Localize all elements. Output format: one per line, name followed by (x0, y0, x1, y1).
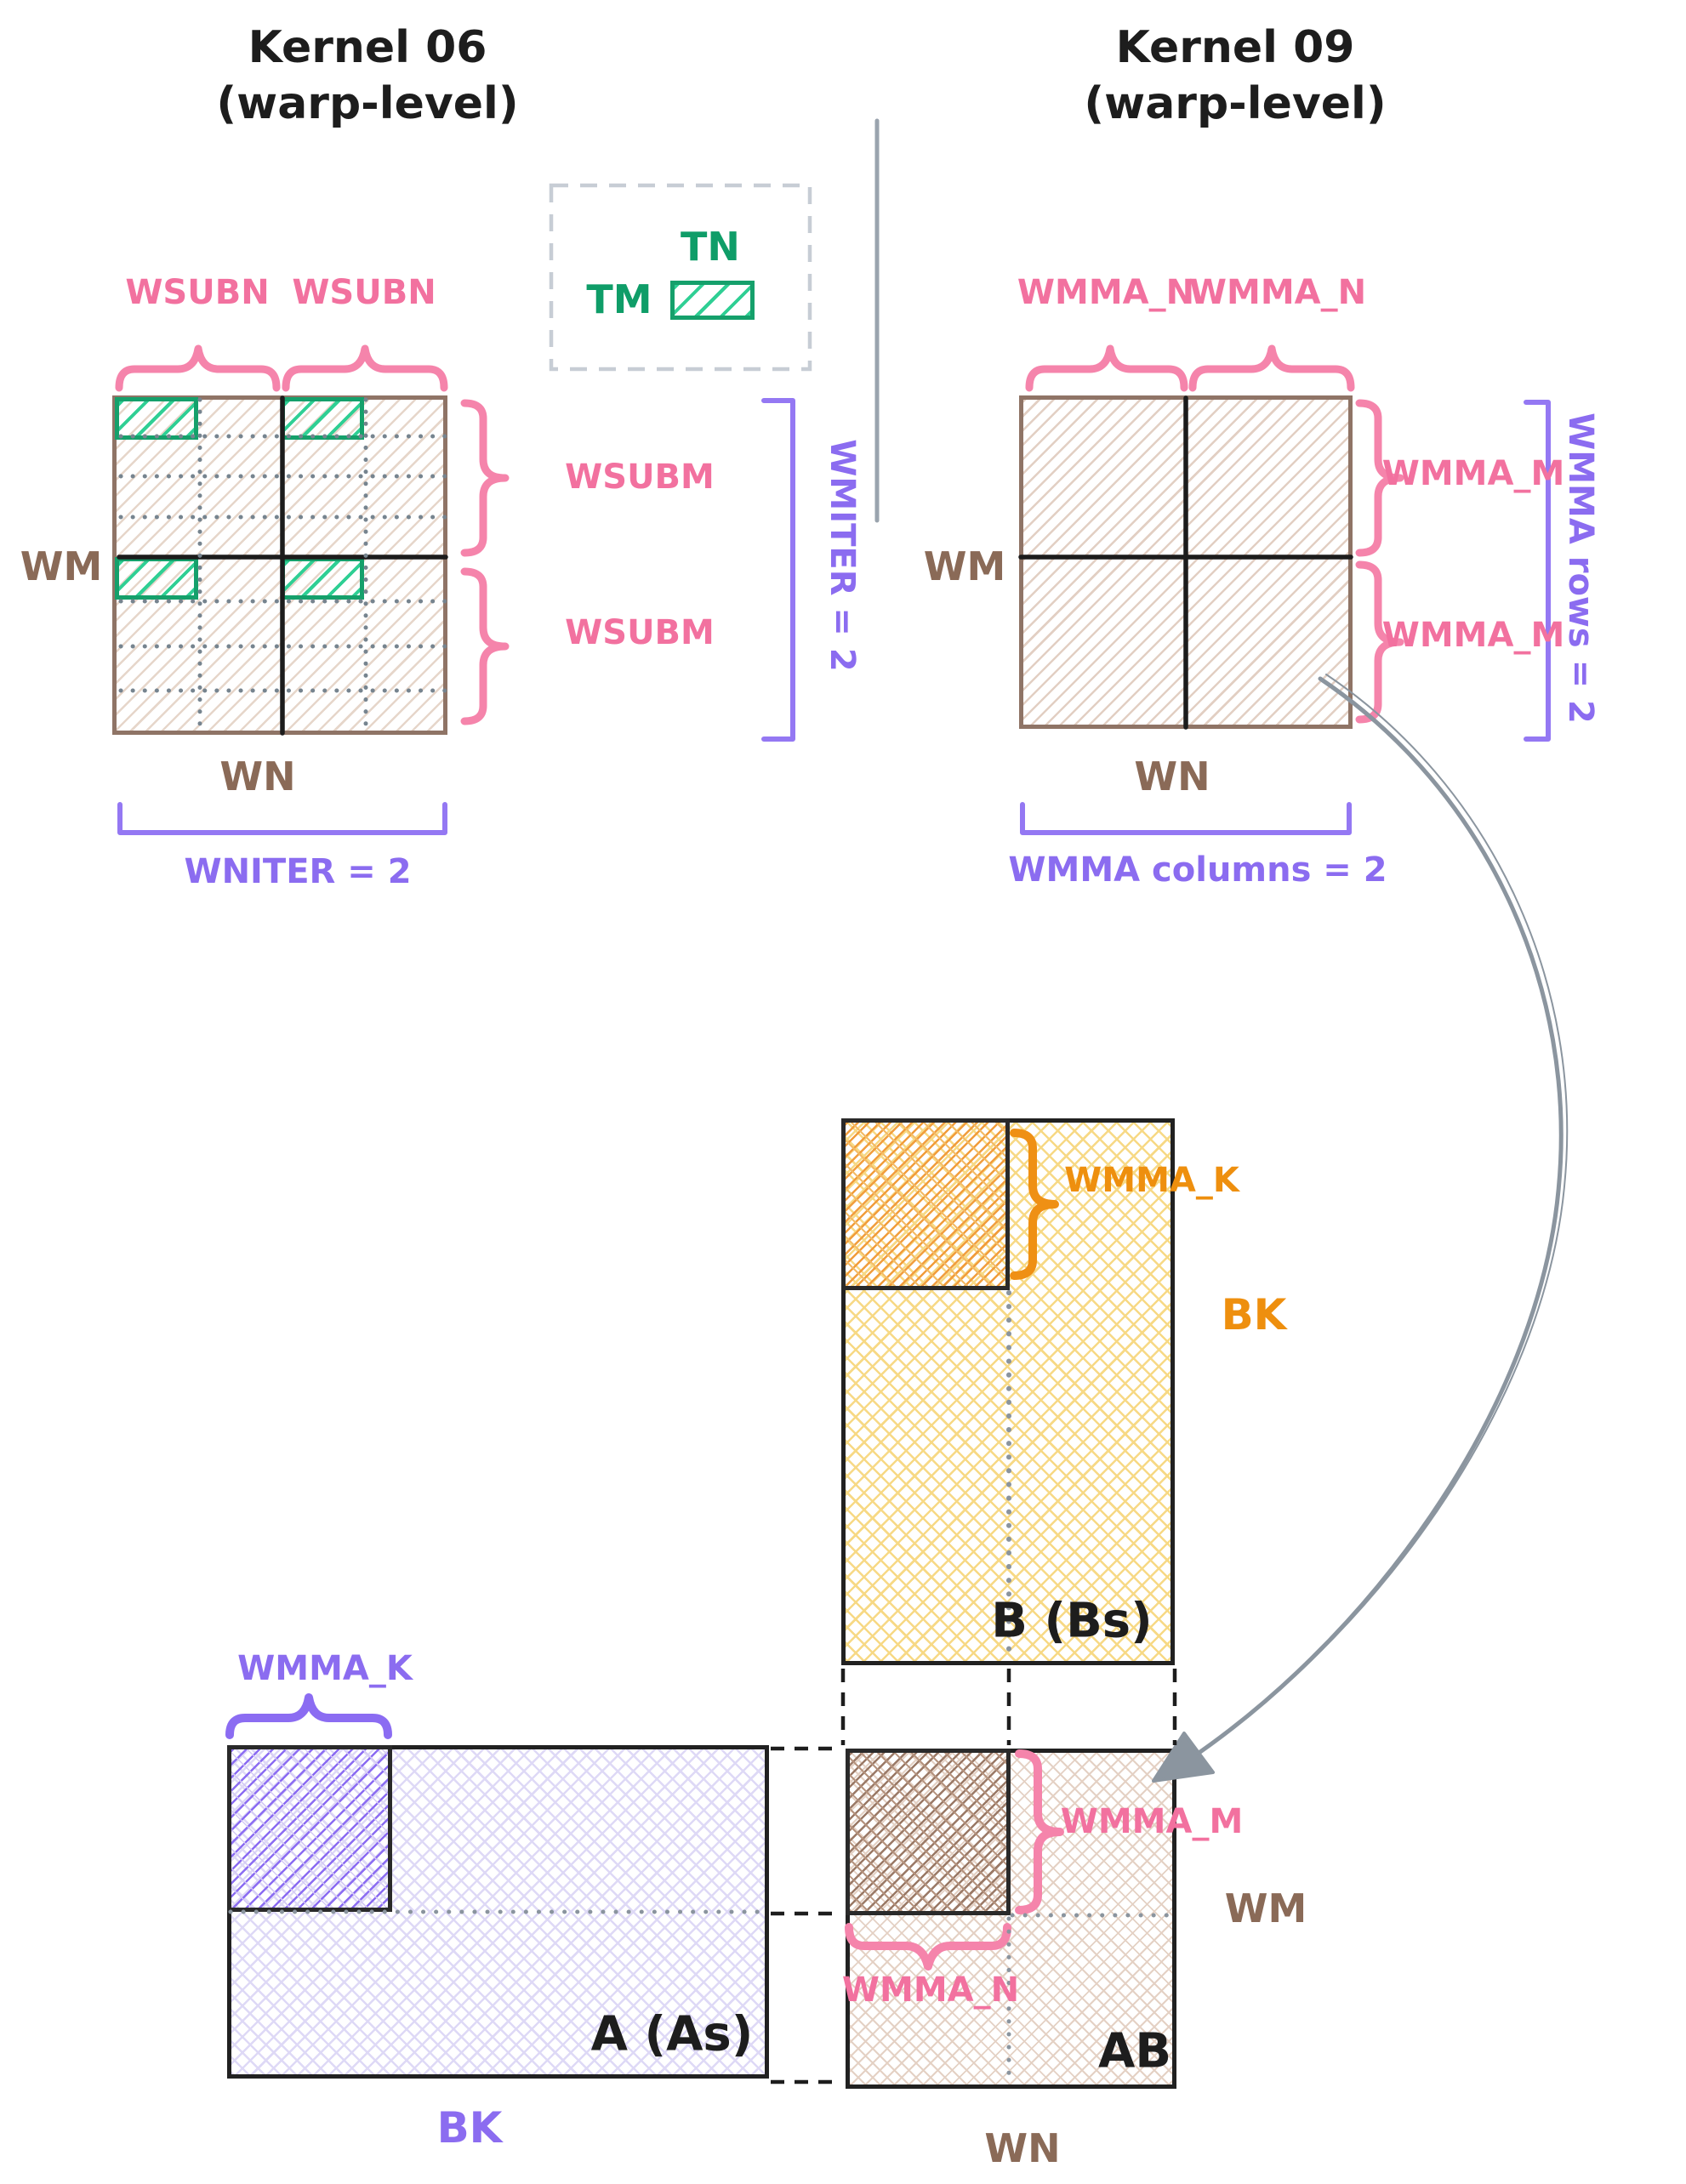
kernel09-wn-label: WN (1134, 754, 1210, 799)
matrix-alignment-dashed-lines (771, 1669, 1177, 2084)
kernel09-wmmam-label-1: WMMA_M (1381, 454, 1565, 493)
matrix-ab-wmmam-label: WMMA_M (1060, 1802, 1244, 1841)
legend-swatch (670, 281, 755, 320)
matrix-b-bk-label: BK (1221, 1290, 1287, 1339)
matrix-ab-wmman-label: WMMA_N (841, 1971, 1020, 2010)
kernel09-rows-bracket (1524, 400, 1551, 742)
legend-dashed-frame (549, 183, 812, 372)
kernel06-wniter-bracket (117, 802, 447, 835)
kernel09-wmmam-label-2: WMMA_M (1381, 616, 1565, 655)
kernel06-wsubn-braces (115, 344, 448, 392)
legend-tm-label: TM (586, 276, 652, 322)
kernel06-wm-label: WM (20, 543, 103, 589)
kernel09-columns-label: WMMA columns = 2 (1008, 850, 1387, 890)
kernel06-thread-tile-tl (115, 397, 198, 440)
kernel06-cross-lines (117, 395, 448, 736)
matrix-ab-dotted-centerlines (1006, 1913, 1175, 2084)
kernel06-title-line2: (warp-level) (216, 78, 519, 129)
kernel06-wn-label: WN (219, 754, 296, 799)
matrix-a-wmmak-label: WMMA_K (237, 1649, 413, 1688)
kernel09-columns-bracket (1020, 802, 1352, 835)
arrowhead-icon (1152, 1732, 1215, 1783)
matrix-b-wmmak-label: WMMA_K (1064, 1161, 1239, 1200)
kernel06-wniter-label: WNITER = 2 (184, 852, 412, 891)
warp-tile-to-ab-arrow (1152, 674, 1569, 1783)
kernel09-wmmam-braces (1355, 399, 1404, 724)
matrix-ab-braces (845, 1749, 1064, 1971)
kernel09-title-line1: Kernel 09 (1115, 22, 1355, 73)
kernel06-dotted-grid (118, 397, 448, 734)
matrix-b-name-label: B (Bs) (991, 1593, 1153, 1649)
kernel06-wsubn-label-1: WSUBN (125, 273, 270, 312)
kernel09-wmman-braces (1025, 344, 1355, 392)
matrix-a-wmma-tile (227, 1745, 392, 1912)
matrix-ab-wn-label: WN (984, 2125, 1061, 2171)
matrix-b-wmma-tile (841, 1118, 1010, 1290)
kernel09-title-line2: (warp-level) (1084, 78, 1387, 129)
matrix-ab-wmman-brace (845, 1923, 1011, 1971)
kernel09-wmman-label-1: WMMA_N (1017, 273, 1195, 312)
kernel09-rows-label: WMMA rows = 2 (1561, 412, 1600, 724)
matrix-ab-wmma-tile (846, 1749, 1011, 1915)
kernel06-wsubm-label-2: WSUBM (565, 613, 715, 652)
kernel06-wsubm-braces (460, 399, 510, 725)
matrix-b-wmmak-brace (1010, 1129, 1059, 1280)
kernel09-cross-lines (1018, 395, 1353, 730)
matrix-ab-wmmam-brace (1015, 1749, 1064, 1914)
iteration-brackets (117, 398, 1551, 835)
kernel06-title-line1: Kernel 06 (248, 22, 487, 73)
kernel06-wsubm-label-1: WSUBM (565, 458, 715, 497)
legend-tn-label: TN (681, 224, 740, 270)
matrix-ab-name-label: AB (1097, 2023, 1172, 2079)
kernel06-wmiter-bracket (761, 398, 795, 742)
matrix-ab-wm-label: WM (1224, 1885, 1307, 1931)
kernel09-wmman-label-2: WMMA_N (1188, 273, 1367, 312)
matrix-a-name-label: A (As) (590, 2006, 754, 2062)
kernel06-wmiter-label: WMITER = 2 (823, 439, 862, 672)
matrix-a-bk-label: BK (436, 2103, 503, 2153)
matrix-a-wmmak-brace (225, 1693, 392, 1739)
kernel09-wm-label: WM (923, 543, 1006, 589)
kernel06-wsubn-label-2: WSUBN (292, 273, 436, 312)
